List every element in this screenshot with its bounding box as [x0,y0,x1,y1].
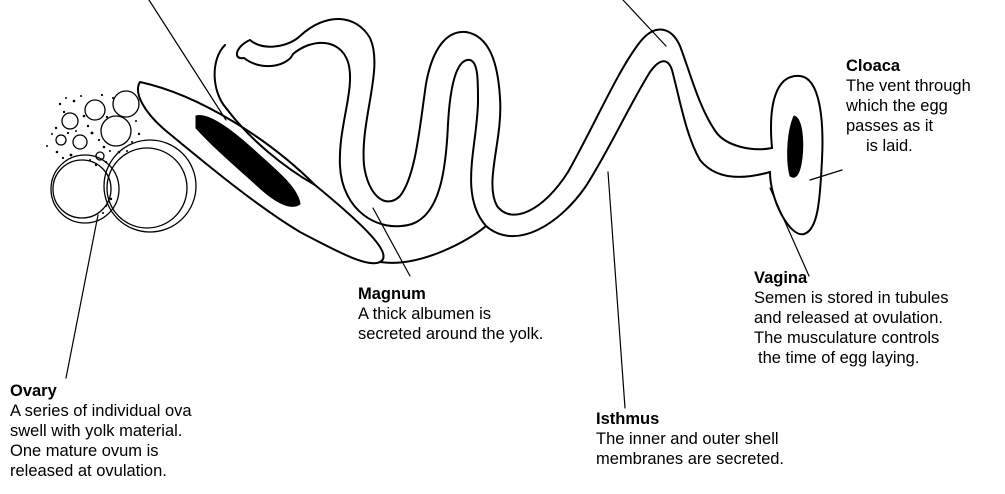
leader-cloaca [810,170,842,180]
label-isthmus: Isthmus The inner and outer shell membra… [596,409,784,469]
label-cloaca: Cloaca The vent through which the egg pa… [846,56,971,156]
cloaca-desc-line: which the egg [846,96,971,116]
ovum-in-infundibulum [196,115,300,206]
vagina-desc-line: the time of egg laying. [754,348,948,368]
vagina-desc-line: Semen is stored in tubules [754,288,948,308]
ovary-title: Ovary [10,381,192,401]
vagina-desc-line: and released at ovulation. [754,308,948,328]
vagina-desc-line: The musculature controls [754,328,948,348]
isthmus-desc-line: The inner and outer shell [596,429,784,449]
cloaca-title: Cloaca [846,56,971,76]
leader-lines [66,0,842,408]
label-ovary: Ovary A series of individual ova swell w… [10,381,192,481]
cloaca-desc-line: is laid. [846,136,971,156]
label-vagina: Vagina Semen is stored in tubules and re… [754,268,948,368]
leader-infundibulum [149,0,226,120]
magnum-desc-line: A thick albumen is [358,304,543,324]
ovary-follicles [51,91,196,232]
ovary-desc-line: One mature ovum is [10,441,192,461]
cloaca-desc-line: passes as it [846,116,971,136]
leader-vagina [770,188,809,276]
label-magnum: Magnum A thick albumen is secreted aroun… [358,284,543,344]
ovary-desc-line: A series of individual ova [10,401,192,421]
leader-magnum [373,208,410,276]
magnum-desc-line: secreted around the yolk. [358,324,543,344]
magnum-title: Magnum [358,284,543,304]
cloaca-desc-line: The vent through [846,76,971,96]
leader-shell-gland [623,0,666,46]
egg-in-cloaca [788,116,803,177]
isthmus-title: Isthmus [596,409,784,429]
ovary-desc-line: released at ovulation. [10,461,192,481]
isthmus-desc-line: membranes are secreted. [596,449,784,469]
leader-isthmus [608,172,625,408]
vagina-title: Vagina [754,268,948,288]
leader-ovary [66,215,98,378]
ovary-desc-line: swell with yolk material. [10,421,192,441]
